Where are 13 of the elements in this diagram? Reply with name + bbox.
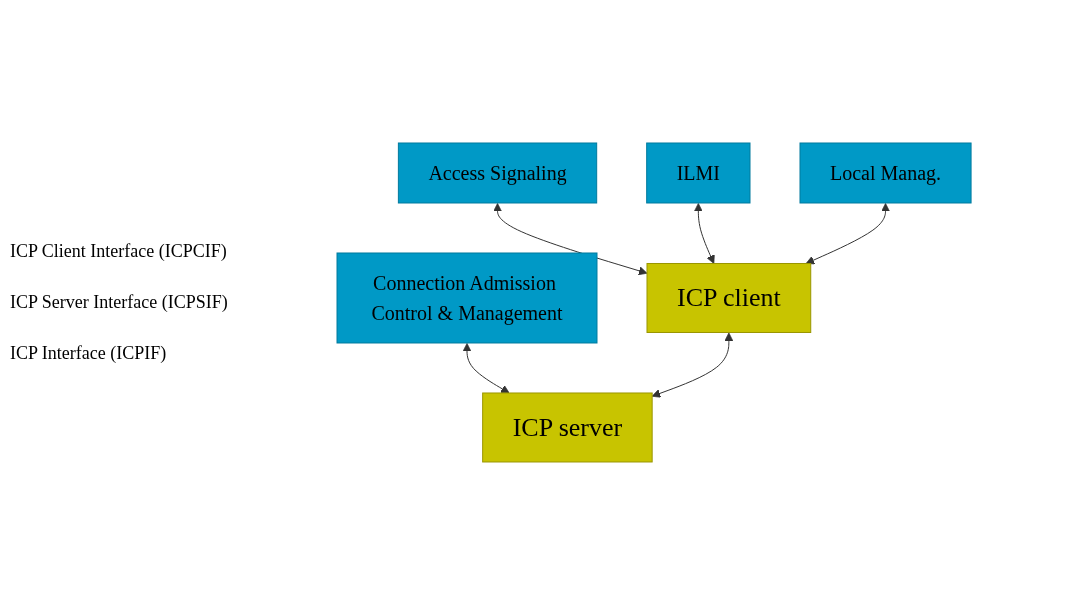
arrow xyxy=(652,332,734,398)
node-box: Connection Admission Control & Management xyxy=(336,252,598,343)
node-box: Access Signaling xyxy=(398,142,598,203)
arrow xyxy=(463,342,511,393)
node-box: ICP client xyxy=(646,262,812,333)
interface-label: ICP Server Interface (ICPSIF) xyxy=(10,291,229,313)
node-box: Local Manag. xyxy=(799,142,972,203)
interface-label: ICP Client Interface (ICPCIF) xyxy=(10,240,228,262)
arrow xyxy=(806,202,891,264)
node-box: ICP server xyxy=(482,392,654,462)
arrow xyxy=(694,202,716,264)
interface-label: ICP Interface (ICPIF) xyxy=(10,342,168,364)
node-box: ILMI xyxy=(646,142,751,203)
